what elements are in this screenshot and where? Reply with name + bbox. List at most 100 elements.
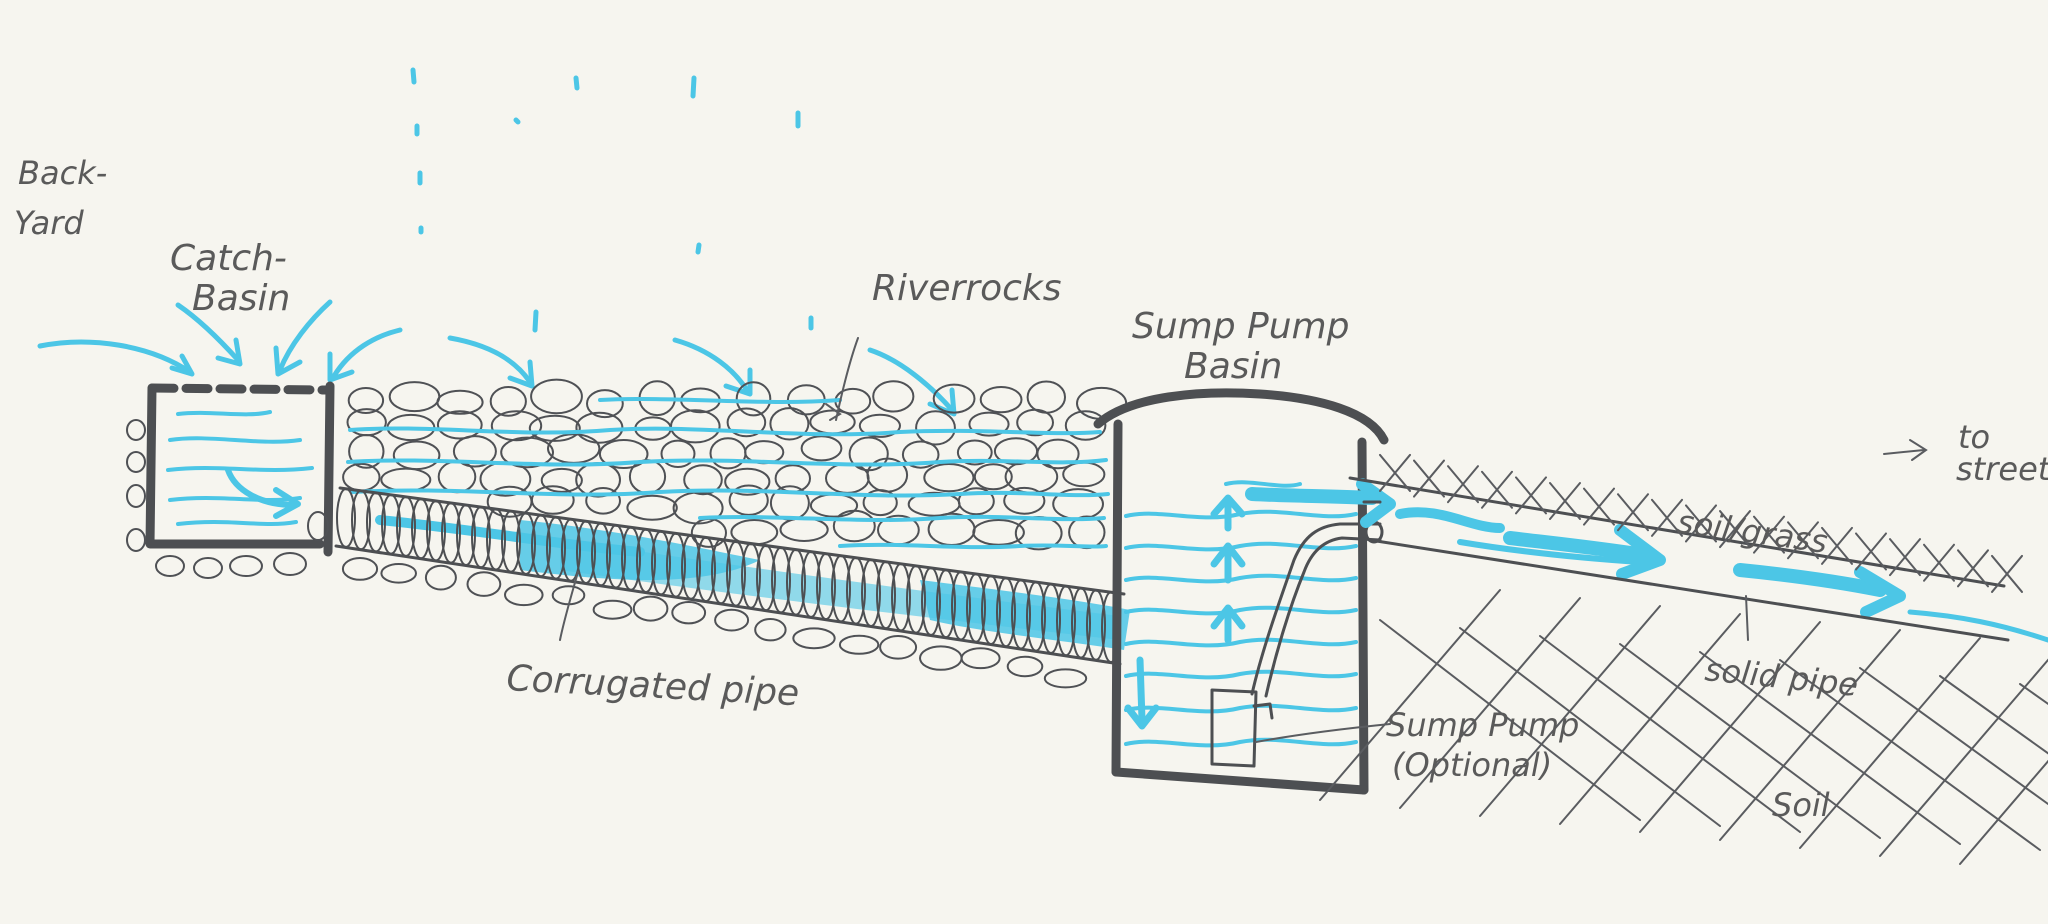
soil-hatch-line: [1959, 759, 2048, 865]
river-rock: [626, 494, 678, 521]
soil-hatch-line: [1559, 613, 1741, 825]
pipe-rib: [756, 544, 776, 612]
river-rock: [500, 436, 554, 469]
label-solid-pipe: solid pipe: [1703, 650, 1860, 704]
label-sump-pump-2: (Optional): [1392, 746, 1552, 784]
pipe-rib: [1071, 587, 1091, 659]
pipe-rib: [336, 487, 356, 548]
grass-hatch-line: [1685, 504, 1717, 543]
river-rock: [779, 517, 829, 542]
soil-hatch-line: [1319, 589, 1501, 801]
grass-hatch-line: [1617, 493, 1649, 532]
river-rock: [800, 435, 843, 462]
pipe-rib: [561, 518, 581, 582]
river-rock: [832, 509, 876, 543]
pipe-rib: [636, 528, 656, 594]
river-rock: [436, 410, 483, 440]
pipe-rib: [876, 560, 896, 630]
label-backyard-1: Back-: [18, 154, 107, 192]
label-soil: Soil: [1772, 786, 1830, 824]
river-rock: [452, 435, 497, 468]
gravel-rock: [1043, 668, 1088, 689]
label-to-street-2: street: [1956, 450, 2048, 488]
river-rock: [724, 467, 771, 496]
pipe-rib: [396, 495, 416, 557]
river-rock: [437, 460, 477, 494]
label-sump-pump-basin-1: Sump Pump: [1132, 306, 1349, 347]
river-rock: [436, 389, 484, 415]
soil-hatch-line: [1639, 621, 1821, 833]
soil-hatch-line: [1779, 659, 2041, 851]
catch-basin: [145, 381, 335, 557]
soil-hatching: [1319, 589, 2048, 865]
pipe-rib: [696, 536, 716, 603]
pipe-rib: [816, 552, 836, 621]
river-rock: [728, 484, 769, 516]
pipe-rib: [591, 522, 611, 587]
river-rock: [380, 467, 432, 492]
pipe-rib: [516, 512, 536, 575]
pipe-rib: [501, 510, 521, 573]
river-rock: [1068, 515, 1106, 550]
river-rock: [862, 489, 898, 517]
pipe-rib: [936, 569, 956, 639]
soil-hatch-line: [1879, 658, 2048, 857]
label-soil-grass: soil/grass: [1675, 502, 1830, 561]
pipe-rib: [1056, 585, 1076, 657]
river-rock: [1003, 486, 1046, 515]
river-rock: [972, 519, 1025, 546]
soil-hatch-line: [2019, 683, 2048, 706]
pipe-rib: [1026, 581, 1046, 652]
grass-hatch-line: [1515, 476, 1547, 515]
gravel-rock: [632, 595, 669, 622]
river-rock: [1062, 461, 1106, 488]
river-rock: [769, 407, 810, 441]
label-catch-basin-1: Catch-: [170, 238, 287, 279]
pipe-rib: [906, 564, 926, 634]
river-rock: [901, 440, 940, 469]
pipe-rib: [966, 573, 986, 643]
gravel-rock: [792, 627, 836, 650]
grass-hatch-line: [1481, 470, 1513, 509]
river-rock: [670, 409, 721, 444]
pipe-rib: [831, 554, 851, 623]
corrugated-pipe: [334, 486, 1130, 666]
pipe-rib: [351, 489, 371, 551]
pipe-gravel: [341, 557, 1088, 689]
label-backyard-2: Yard: [14, 204, 84, 242]
pipe-rib: [411, 497, 431, 560]
soil-hatch-line: [1399, 597, 1581, 809]
grass-hatch-line: [1549, 482, 1581, 520]
river-rock: [809, 493, 859, 518]
river-rock: [392, 440, 441, 471]
pipe-rib: [456, 504, 476, 566]
pipe-rib: [471, 505, 491, 569]
pipe-rib: [531, 514, 551, 578]
pipe-rib: [576, 520, 596, 584]
river-rock: [348, 434, 385, 469]
pipe-rib: [546, 516, 566, 580]
soil-hatch-line: [1939, 675, 2048, 755]
pipe-rib: [426, 500, 446, 562]
label-corrugated-pipe: Corrugated pipe: [506, 658, 801, 714]
river-rock: [1016, 408, 1054, 437]
river-rock: [1064, 410, 1107, 441]
grass-hatch-line: [1889, 538, 1921, 577]
pipe-rib: [951, 570, 971, 641]
leader-lines: [559, 337, 1749, 743]
gravel-rock: [671, 601, 707, 625]
outflow-water: [1245, 478, 2048, 643]
pipe-rib: [891, 562, 911, 632]
pipe-rib: [366, 491, 386, 553]
river-rock: [530, 378, 583, 415]
rock-water-lines: [346, 397, 1110, 550]
runoff-arrows: [37, 299, 957, 417]
soil-hatch-line: [1479, 605, 1661, 817]
river-rock: [540, 467, 583, 493]
gravel-rock: [960, 647, 1001, 670]
grass-hatch-line: [1821, 526, 1853, 565]
to-street-arrow: [1883, 439, 1928, 461]
gravel-rock: [754, 618, 787, 642]
river-rock: [660, 439, 696, 468]
river-rock: [585, 487, 621, 515]
